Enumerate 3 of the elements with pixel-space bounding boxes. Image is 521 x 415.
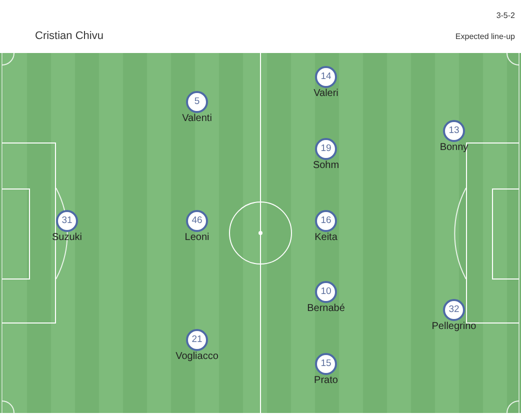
formation-text: 3-5-2	[496, 11, 515, 20]
lineup-note: Expected line-up	[455, 32, 515, 42]
coach-name: Cristian Chivu	[35, 30, 104, 43]
